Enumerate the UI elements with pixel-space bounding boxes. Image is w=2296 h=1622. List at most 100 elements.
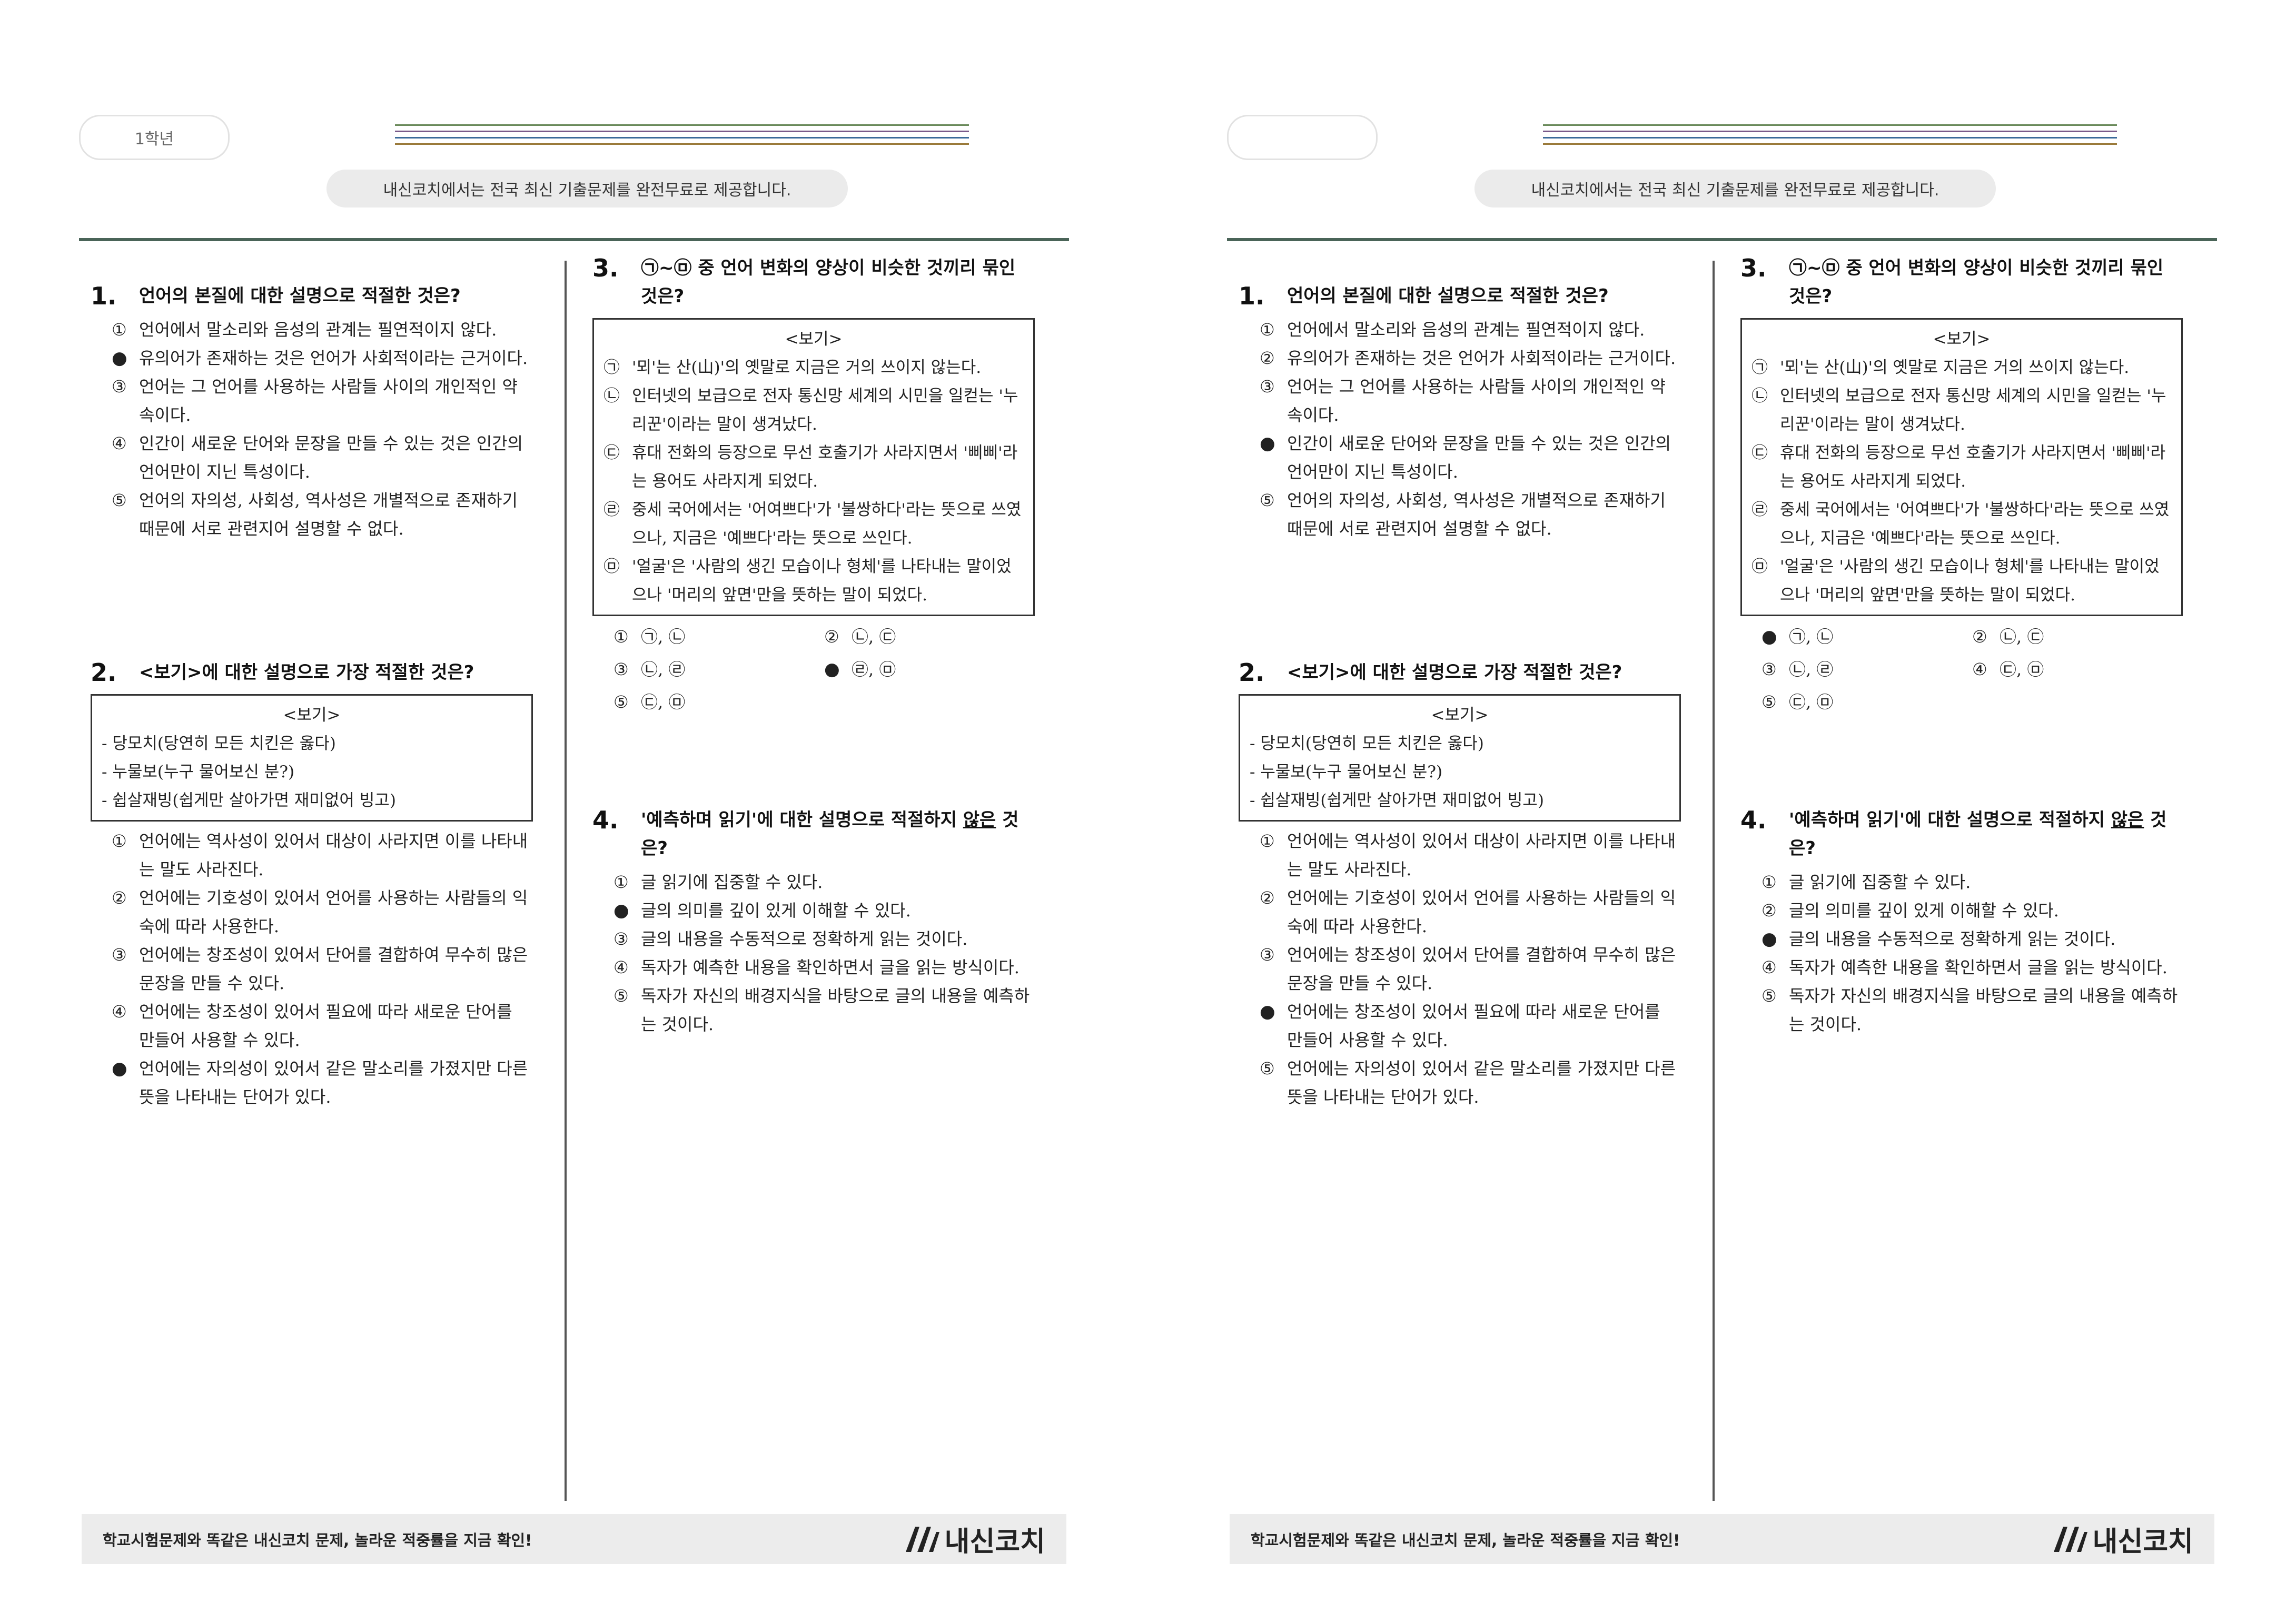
answer-option-selected[interactable]: ●㉠, ㉡ [1761, 626, 1834, 647]
footer-text: 학교시험문제와 똑같은 내신코치 문제, 놀라운 적중률을 지금 확인! [103, 1531, 532, 1549]
example-box: <보기> - 당모치(당연히 모든 치킨은 옳다) - 누물보(누구 물어보신 … [1239, 694, 1681, 822]
logo-mark-icon [2053, 1526, 2087, 1552]
question-text: '예측하며 읽기'에 대한 설명으로 적절하지 않은 것은? [641, 809, 1019, 859]
question-number: 2. [1239, 658, 1265, 687]
grade-pill: 1학년 [79, 115, 230, 160]
question-number: 2. [91, 658, 117, 687]
info-banner: 내신코치에서는 전국 최신 기출문제를 완전무료로 제공합니다. [1474, 170, 1996, 207]
box-title: <보기> [1933, 330, 1991, 349]
brand-logo[interactable]: 내신코치 [904, 1519, 1045, 1559]
example-box: <보기> - 당모치(당연히 모든 치킨은 옳다) - 누물보(누구 물어보신 … [91, 694, 533, 822]
grade-pill [1227, 115, 1378, 160]
question-text: <보기>에 대한 설명으로 가장 적절한 것은? [139, 662, 474, 683]
exam-page-2: 내신코치에서는 전국 최신 기출문제를 완전무료로 제공합니다. 1. 언어의 본… [1148, 0, 2296, 1622]
answer-option-selected[interactable]: ●언어에는 창조성이 있어서 필요에 따라 새로운 단어를 만들어 사용할 수 … [1260, 1001, 1660, 1050]
box-item: - 쉽살재빙(쉽게만 살아가면 재미없어 빙고) [1250, 791, 1544, 810]
page-title [1543, 119, 2117, 151]
box-item: ㉠'뫼'는 산(山)'의 옛말로 지금은 거의 쓰이지 않는다. [603, 358, 982, 377]
question-3: 3. ㉠~㉤ 중 언어 변화의 양상이 비슷한 것끼리 묶인 것은? <보기> ㉠… [592, 254, 1035, 718]
box-item: ㉤'얼굴'은 '사람의 생긴 모습이나 형체'를 나타내는 말이었으나 '머리의… [603, 557, 1012, 605]
column-divider [565, 261, 567, 1501]
box-item: - 쉽살재빙(쉽게만 살아가면 재미없어 빙고) [102, 791, 396, 810]
header-divider [1227, 238, 2217, 241]
page-title [395, 119, 969, 151]
answer-option-selected[interactable]: ●인간이 새로운 단어와 문장을 만들 수 있는 것은 인간의 언어만이 지닌 … [1260, 433, 1671, 482]
answer-option-selected[interactable]: ●㉣, ㉤ [824, 659, 896, 680]
question-number: 1. [1239, 282, 1265, 310]
footer-banner: 학교시험문제와 똑같은 내신코치 문제, 놀라운 적중률을 지금 확인! 내신코… [1230, 1514, 2214, 1564]
exam-page-1: 1학년 내신코치에서는 전국 최신 기출문제를 완전무료로 제공합니다. 1.언… [79, 115, 1069, 1564]
question-number: 3. [592, 254, 619, 282]
box-item: - 누물보(누구 물어보신 분?) [1250, 763, 1443, 782]
question-number: 3. [1740, 254, 1767, 282]
question-text: '예측하며 읽기'에 대한 설명으로 적절하지 않은 것은? [1789, 809, 2167, 859]
question-text: 언어의 본질에 대한 설명으로 적절한 것은? [1287, 285, 1609, 306]
answer-option-selected[interactable]: ●유의어가 존재하는 것은 언어가 사회적이라는 근거이다. [112, 348, 528, 369]
box-item: - 당모치(당연히 모든 치킨은 옳다) [1250, 734, 1484, 753]
box-item: ㉤'얼굴'은 '사람의 생긴 모습이나 형체'를 나타내는 말이었으나 '머리의… [1751, 557, 2160, 605]
box-title: <보기> [1431, 706, 1489, 725]
answer-option-selected[interactable]: ●언어에는 자의성이 있어서 같은 말소리를 가졌지만 다른 뜻을 나타내는 단… [112, 1058, 528, 1107]
footer-text: 학교시험문제와 똑같은 내신코치 문제, 놀라운 적중률을 지금 확인! [1251, 1531, 1680, 1549]
info-banner: 내신코치에서는 전국 최신 기출문제를 완전무료로 제공합니다. [326, 170, 848, 207]
answer-option-selected[interactable]: ●글의 의미를 깊이 있게 이해할 수 있다. [613, 900, 911, 921]
box-title: <보기> [283, 706, 341, 725]
question-number: 1. [91, 282, 117, 310]
question-number: 4. [592, 806, 619, 834]
question-text: <보기>에 대한 설명으로 가장 적절한 것은? [1287, 662, 1622, 683]
box-item: - 누물보(누구 물어보신 분?) [102, 763, 295, 782]
box-item: - 당모치(당연히 모든 치킨은 옳다) [102, 734, 336, 753]
question-text: ㉠~㉤ 중 언어 변화의 양상이 비슷한 것끼리 묶인 것은? [641, 258, 1016, 307]
column-divider [1713, 261, 1715, 1501]
brand-logo[interactable]: 내신코치 [2052, 1519, 2193, 1559]
box-title: <보기> [785, 330, 843, 349]
box-item: ㉠'뫼'는 산(山)'의 옛말로 지금은 거의 쓰이지 않는다. [1751, 358, 2130, 377]
answer-option-selected[interactable]: ●글의 내용을 수동적으로 정확하게 읽는 것이다. [1761, 928, 2116, 950]
header-divider [79, 238, 1069, 241]
footer-banner: 학교시험문제와 똑같은 내신코치 문제, 놀라운 적중률을 지금 확인! 내신코… [82, 1514, 1066, 1564]
